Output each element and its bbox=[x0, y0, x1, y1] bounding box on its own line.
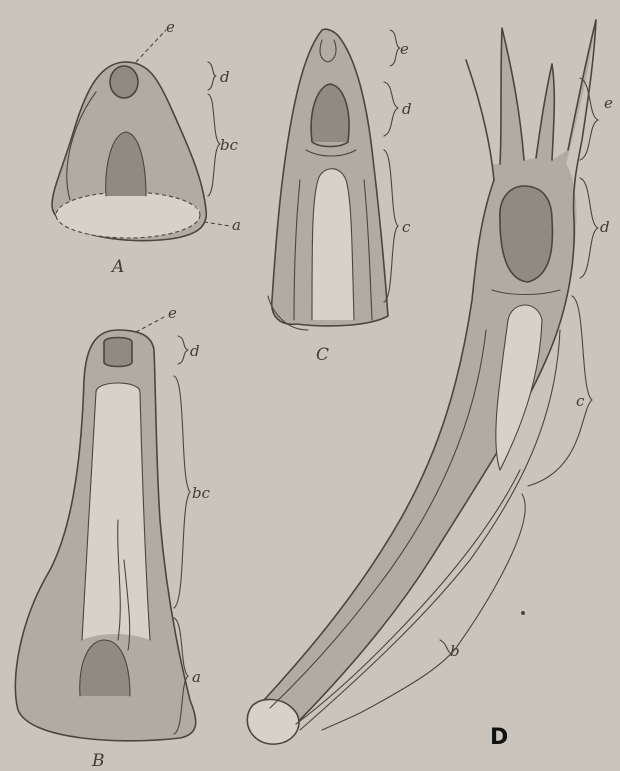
figure-d-label-c: c bbox=[576, 392, 585, 410]
figure-d-caption: D bbox=[490, 725, 508, 750]
figure-d-label-b: b bbox=[450, 642, 460, 660]
figure-c: e d c C bbox=[268, 29, 412, 365]
figure-b-label-e: e bbox=[168, 304, 177, 322]
figure-b-label-bc: bc bbox=[192, 484, 211, 502]
figure-b: e d bc a B bbox=[15, 304, 210, 771]
figure-a-label-bc: bc bbox=[220, 136, 239, 154]
figure-c-label-d: d bbox=[402, 100, 412, 118]
figure-c-caption: C bbox=[316, 345, 329, 365]
figure-a-label-e: e bbox=[166, 18, 175, 36]
figure-d-label-d: d bbox=[600, 218, 610, 236]
figure-c-label-c: c bbox=[402, 218, 411, 236]
figure-a-label-d: d bbox=[220, 68, 230, 86]
figure-a-label-a: a bbox=[232, 216, 241, 234]
ink-speck bbox=[521, 611, 525, 615]
figure-c-label-e: e bbox=[400, 40, 409, 58]
figure-b-label-d: d bbox=[190, 342, 200, 360]
figure-b-label-a: a bbox=[192, 668, 201, 686]
figure-a: e d bc a A bbox=[52, 18, 241, 277]
figure-a-caption: A bbox=[110, 257, 124, 277]
figure-d-label-e: e bbox=[604, 94, 613, 112]
figure-b-caption: B bbox=[91, 751, 105, 771]
